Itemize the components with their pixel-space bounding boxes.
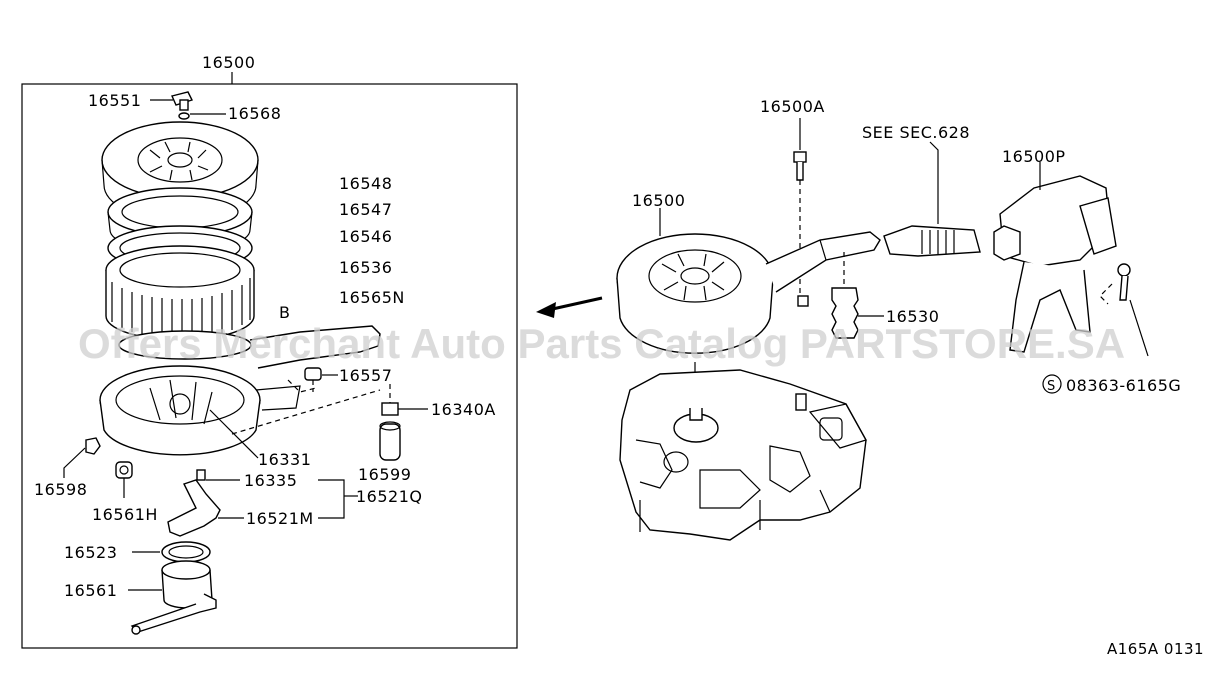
adapter-16561 — [130, 560, 217, 635]
label-16548: 16548 — [339, 174, 392, 193]
pleated-filter-16536 — [105, 245, 255, 341]
label-16546: 16546 — [339, 227, 392, 246]
grommet-16561H — [115, 461, 133, 479]
watermark: Offers Merchant Auto Parts Catalog PARTS… — [78, 320, 1125, 367]
nut-16340A — [381, 402, 399, 416]
label-16599: 16599 — [358, 465, 411, 484]
gasket-16565N — [118, 330, 252, 360]
bolt-16551 — [171, 91, 193, 120]
label-16568: 16568 — [228, 104, 281, 123]
label-16340A: 16340A — [431, 400, 496, 419]
resonator-16500P — [993, 175, 1117, 353]
direction-arrow — [536, 296, 603, 318]
clip-16598 — [85, 437, 101, 455]
screw-08363 — [1099, 263, 1131, 305]
hose-16521M — [167, 469, 221, 537]
label-16500A: 16500A — [760, 97, 825, 116]
screw-symbol-circle — [1042, 374, 1062, 394]
clamp-16523 — [161, 541, 211, 563]
label-16557: 16557 — [339, 366, 392, 385]
bellows-16530 — [831, 252, 859, 339]
label-16551: 16551 — [88, 91, 141, 110]
screw-symbol: S — [1047, 379, 1056, 394]
label-16536: 16536 — [339, 258, 392, 277]
label-16598: 16598 — [34, 480, 87, 499]
engine-block — [619, 369, 867, 541]
air-cleaner-assembly — [616, 231, 881, 410]
label-16331: 16331 — [258, 450, 311, 469]
air-cleaner-housing — [99, 365, 301, 456]
label-16561: 16561 — [64, 581, 117, 600]
exploded-view-frame — [21, 83, 518, 649]
air-cleaner-cover-16548 — [101, 121, 259, 222]
label-16565N: 16565N — [339, 288, 405, 307]
ref-letter-b: B — [279, 303, 290, 322]
label-16500-right: 16500 — [632, 191, 685, 210]
figure-code: A165A 0131 — [1107, 640, 1204, 658]
label-16561H: 16561H — [92, 505, 158, 524]
intake-duct — [883, 225, 981, 257]
bolt-16500A — [793, 151, 807, 300]
label-16500P: 16500P — [1002, 147, 1066, 166]
label-16530: 16530 — [886, 307, 939, 326]
label-16547: 16547 — [339, 200, 392, 219]
label-16523: 16523 — [64, 543, 117, 562]
label-16521Q: 16521Q — [356, 487, 423, 506]
grommet-16557 — [304, 367, 322, 392]
label-08363-6165G: 08363-6165G — [1066, 376, 1181, 395]
label-16500-box: 16500 — [202, 53, 255, 72]
label-16521M: 16521M — [246, 509, 314, 528]
label-16335: 16335 — [244, 471, 297, 490]
collar-16599 — [379, 421, 401, 461]
housing-snorkel — [249, 325, 381, 369]
label-see-sec-628: SEE SEC.628 — [862, 123, 970, 142]
